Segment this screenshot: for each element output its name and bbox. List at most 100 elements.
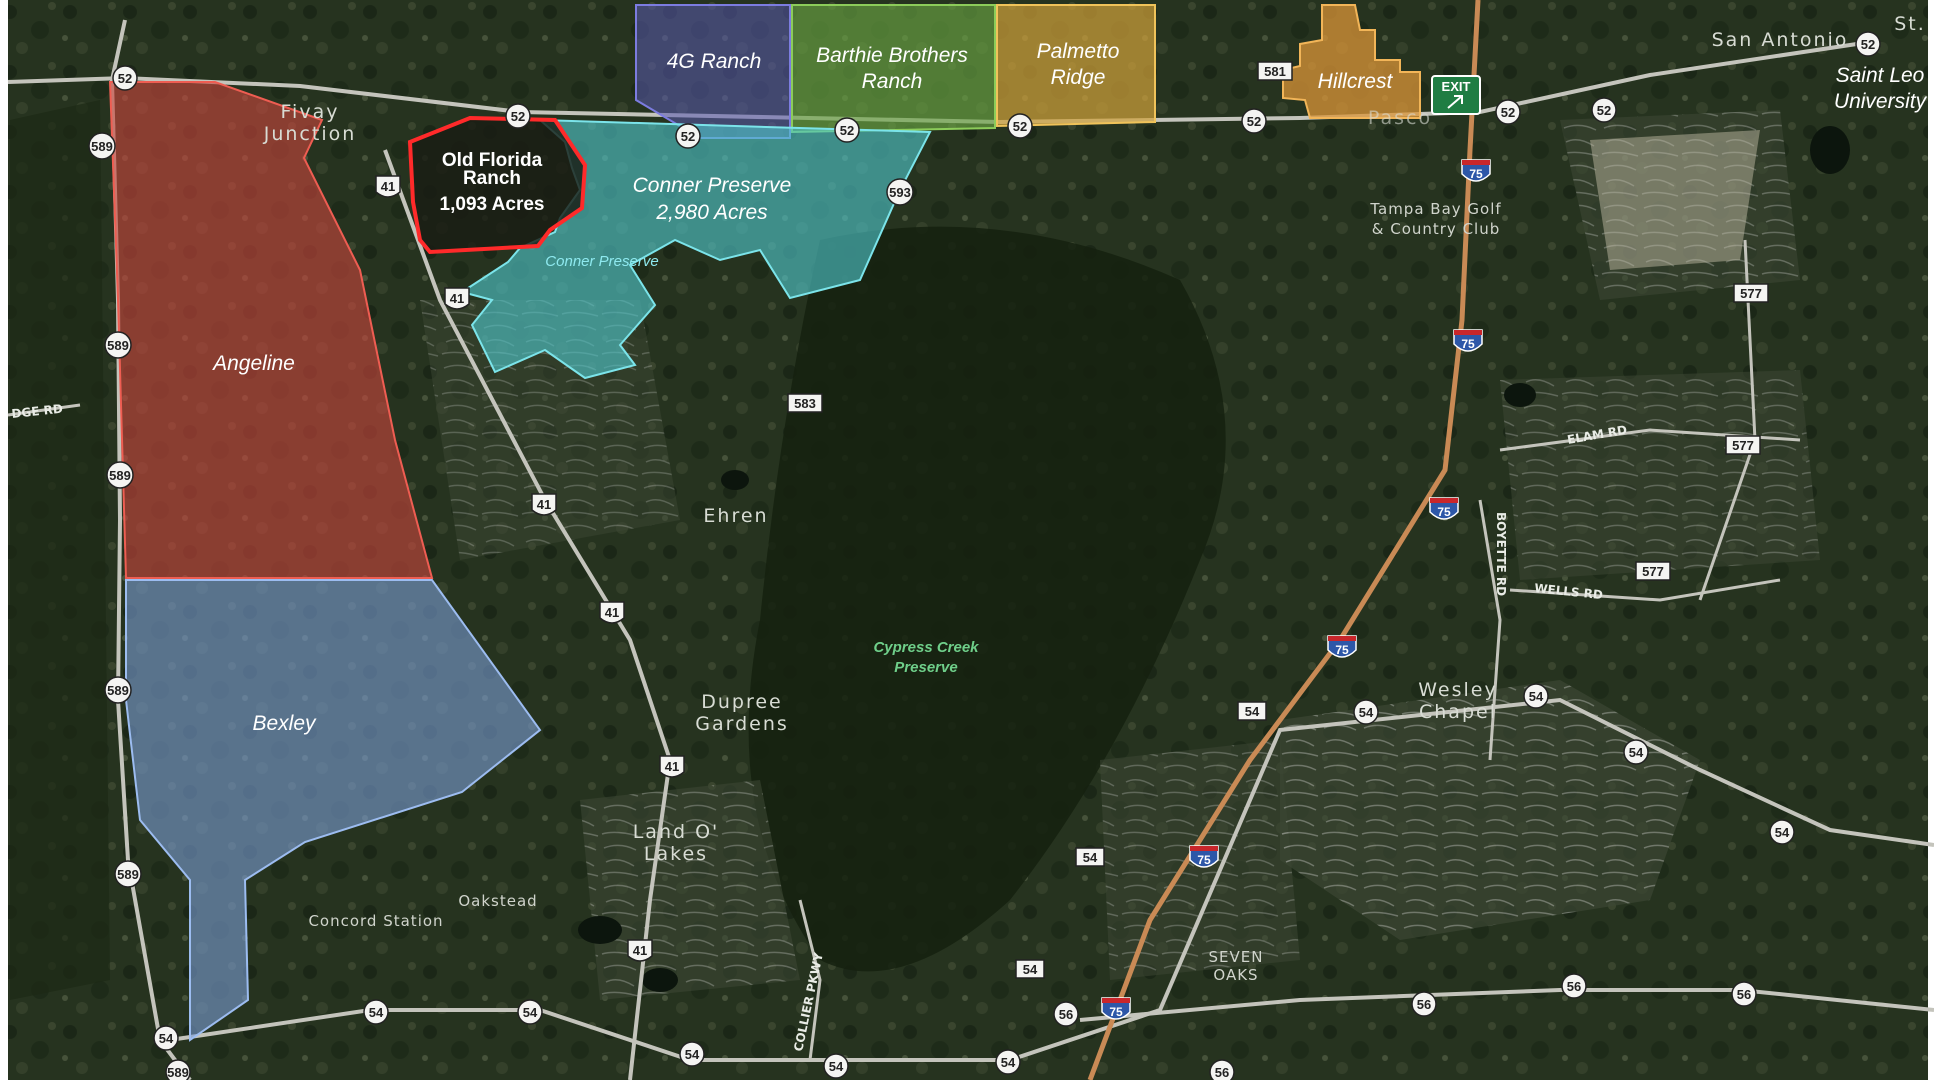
shield-52: 52 [675,123,701,149]
parcel-hillcrest[interactable] [1282,4,1421,119]
svg-text:589: 589 [107,338,129,353]
parcel-barthie-brothers[interactable] [791,4,996,134]
svg-text:54: 54 [1023,962,1038,977]
svg-text:54: 54 [1083,850,1098,865]
svg-text:589: 589 [117,867,139,882]
shield-577: 577 [1733,283,1769,303]
place-cypress-line2: Preserve [894,659,957,676]
svg-text:75: 75 [1469,167,1483,181]
parcel-angeline[interactable] [108,81,434,579]
parcel-palmetto-ridge[interactable] [996,4,1156,128]
place-dupree-line2: Gardens [695,713,789,735]
svg-text:41: 41 [605,605,619,620]
shield-589 [110,864,144,882]
svg-text:54: 54 [1775,825,1790,840]
place-dupree-line1: Dupree [701,691,783,713]
road-41 [383,149,673,1080]
svg-text:52: 52 [681,129,695,144]
shield-56: 56 [1053,1001,1079,1027]
shield-54: 54 [153,1025,179,1051]
label-old-florida-line1: Old Florida [442,150,543,171]
shield-54: 54 [1769,819,1795,845]
svg-text:54: 54 [1359,705,1374,720]
svg-text:56: 56 [1737,987,1751,1002]
road-ridge [7,403,81,417]
svg-text:52: 52 [1861,37,1875,52]
shield-56: 56 [1731,981,1757,1007]
svg-text:54: 54 [1629,745,1644,760]
shield-54: 54 [1353,699,1379,725]
shield-41: 41 [444,287,470,310]
shield-54: 54 [363,999,389,1025]
lake [578,916,622,944]
svg-text:54: 54 [1001,1055,1016,1070]
place-tampa-golf-line2: & Country Club [1372,220,1501,238]
shield-54: 54 [517,999,543,1025]
svg-text:581: 581 [1264,64,1286,79]
svg-text:52: 52 [840,123,854,138]
svg-text:75: 75 [1109,1005,1123,1019]
label-barthie-line1: Barthie Brothers [816,44,968,67]
shield-52: 52 [1241,108,1267,134]
label-angeline: Angeline [211,352,295,375]
lake [1810,126,1850,174]
svg-text:52: 52 [118,71,132,86]
shield-i75: 75 [1429,497,1459,520]
shield-41: 41 [659,755,685,778]
svg-text:41: 41 [633,943,647,958]
svg-text:56: 56 [1215,1065,1229,1080]
shield-56: 56 [1411,991,1437,1017]
development-quarry [1590,130,1760,270]
development-east [1500,370,1820,580]
place-seven-line2: OAKS [1213,966,1258,984]
exit-arrow-icon [1447,95,1463,109]
svg-text:593: 593 [889,185,911,200]
place-st: St. [1894,13,1926,35]
place-fivay-line1: Fivay [281,101,340,123]
shield-583: 583 [787,393,823,413]
road-56 [1079,988,1934,1022]
label-old-florida-acres: 1,093 Acres [440,194,545,215]
shield-54: 54 [995,1049,1021,1075]
shield-41: 41 [375,175,401,198]
label-4g-ranch: 4G Ranch [667,50,762,73]
place-pasco: Pasco [1368,107,1432,129]
place-wesley-line1: Wesley [1418,679,1497,701]
lake [1504,383,1536,407]
shield-i75: 75 [1101,997,1131,1020]
svg-text:583: 583 [794,396,816,411]
label-conner-name: Conner Preserve [633,174,792,197]
parcel-bexley[interactable] [125,579,542,1042]
shield-56: 56 [1209,1059,1235,1080]
svg-text:41: 41 [381,179,395,194]
place-land-line1: Land O' [633,821,720,843]
shield-52: 52 [1495,99,1521,125]
shield-54: 54 [1237,701,1267,721]
svg-text:56: 56 [1567,979,1581,994]
road-54 [169,697,1934,1062]
svg-text:56: 56 [1059,1007,1073,1022]
shield-52: 52 [112,65,138,91]
svg-text:577: 577 [1642,564,1664,579]
place-cypress-line1: Cypress Creek [873,639,979,656]
shield-589: 589 [106,461,134,489]
shield-i75: 75 [1189,845,1219,868]
place-saint-leo-line1: Saint Leo [1836,64,1925,87]
development-wesley-chapel [1280,680,1700,940]
shield-54: 54 [823,1053,849,1079]
place-fivay-line2: Junction [263,123,357,145]
svg-text:589: 589 [107,683,129,698]
shield-i75: 75 [1453,329,1483,352]
svg-text:41: 41 [537,497,551,512]
svg-text:52: 52 [1247,114,1261,129]
shield-56: 56 [1561,973,1587,999]
svg-text:54: 54 [829,1059,844,1074]
svg-text:52: 52 [1013,119,1027,134]
exit-sign: EXIT [1431,75,1481,115]
cypress-creek-forest [748,226,1226,972]
place-oakstead: Oakstead [458,892,537,910]
svg-text:41: 41 [450,291,464,306]
shield-589: 589 [104,676,132,704]
label-palmetto-line1: Palmetto [1037,40,1120,63]
